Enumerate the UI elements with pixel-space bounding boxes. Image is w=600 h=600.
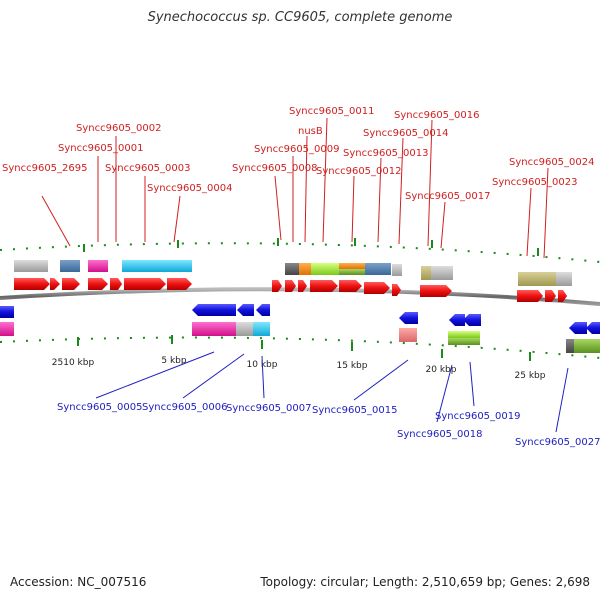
reverse-gene-arrows bbox=[0, 304, 600, 334]
label-syncc9605-0018: Syncc9605_0018 bbox=[397, 429, 483, 440]
scale-label-20: 20 kbp bbox=[426, 365, 457, 375]
scale-label-2510: 2510 kbp bbox=[52, 358, 95, 368]
bottom-labels: Syncc9605_0005 Syncc9605_0006 Syncc9605_… bbox=[57, 402, 600, 448]
label-syncc9605-0013: Syncc9605_0013 bbox=[343, 148, 429, 159]
inner-major-ticks bbox=[77, 335, 531, 361]
label-syncc9605-0015: Syncc9605_0015 bbox=[312, 405, 398, 416]
inner-tick-ring bbox=[0, 336, 600, 359]
label-syncc9605-0001: Syncc9605_0001 bbox=[58, 143, 144, 154]
label-syncc9605-0008: Syncc9605_0008 bbox=[232, 163, 318, 174]
bottom-feature-blocks bbox=[0, 322, 600, 353]
scale-label-25: 25 kbp bbox=[515, 371, 546, 381]
top-feature-blocks bbox=[14, 260, 572, 286]
label-syncc9605-0023: Syncc9605_0023 bbox=[492, 177, 578, 188]
label-syncc9605-0019: Syncc9605_0019 bbox=[435, 411, 521, 422]
scale-label-15: 15 kbp bbox=[337, 361, 368, 371]
scale-label-5: 5 kbp bbox=[161, 356, 187, 366]
forward-gene-arrows bbox=[14, 278, 567, 302]
label-syncc9605-0024: Syncc9605_0024 bbox=[509, 157, 595, 168]
label-syncc9605-0016: Syncc9605_0016 bbox=[394, 110, 480, 121]
label-syncc9605-0014: Syncc9605_0014 bbox=[363, 128, 449, 139]
label-syncc9605-0003: Syncc9605_0003 bbox=[105, 163, 191, 174]
top-labels: Syncc9605_2695 Syncc9605_0001 Syncc9605_… bbox=[2, 106, 595, 202]
label-syncc9605-0027: Syncc9605_0027 bbox=[515, 437, 600, 448]
label-syncc9605-0007: Syncc9605_0007 bbox=[226, 403, 312, 414]
label-syncc9605-0002: Syncc9605_0002 bbox=[76, 123, 162, 134]
label-syncc9605-2695: Syncc9605_2695 bbox=[2, 163, 88, 174]
label-syncc9605-0004: Syncc9605_0004 bbox=[147, 183, 233, 194]
outer-tick-ring bbox=[0, 242, 600, 263]
label-syncc9605-0011: Syncc9605_0011 bbox=[289, 106, 375, 117]
top-label-leaders bbox=[41, 117, 549, 259]
label-syncc9605-0017: Syncc9605_0017 bbox=[405, 191, 491, 202]
label-syncc9605-0005: Syncc9605_0005 bbox=[57, 402, 143, 413]
accession-text: Accession: NC_007516 bbox=[10, 575, 147, 589]
label-syncc9605-0012: Syncc9605_0012 bbox=[316, 166, 402, 177]
label-nusb: nusB bbox=[298, 126, 323, 137]
genome-summary-text: Topology: circular; Length: 2,510,659 bp… bbox=[260, 575, 590, 589]
bottom-label-leaders bbox=[95, 351, 569, 433]
outer-major-ticks bbox=[83, 238, 539, 256]
label-syncc9605-0006: Syncc9605_0006 bbox=[142, 402, 228, 413]
label-syncc9605-0009: Syncc9605_0009 bbox=[254, 144, 340, 155]
genome-title: Synechococcus sp. CC9605, complete genom… bbox=[147, 10, 453, 25]
